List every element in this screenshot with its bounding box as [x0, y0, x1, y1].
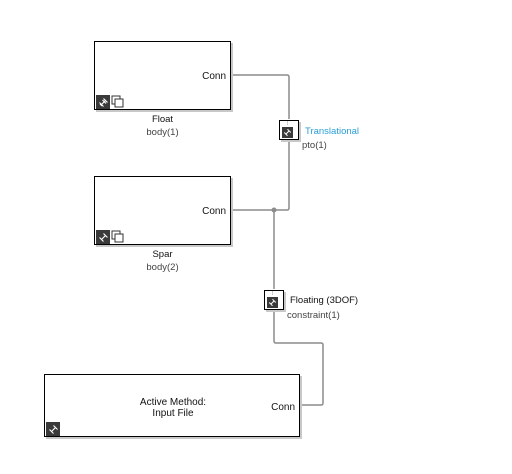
spar-block-sub: body(2): [146, 262, 179, 273]
pto-block-name: Translational: [305, 126, 360, 137]
constraint-joint-block[interactable]: ⁞: [264, 290, 284, 310]
float-conn-port[interactable]: Conn: [202, 71, 226, 82]
pto-joint-block[interactable]: ⁞: [279, 120, 299, 140]
spar-conn-port[interactable]: Conn: [202, 206, 226, 217]
spar-block-name: Spar: [152, 249, 173, 260]
library-link-icon: [96, 95, 110, 109]
float-block-name: Float: [151, 114, 174, 125]
link-icon: [267, 297, 278, 308]
active-method-title: Active Method: Input File: [45, 397, 301, 419]
input-conn-port[interactable]: Conn: [271, 402, 295, 413]
constraint-block-sub: constraint(1): [287, 310, 340, 321]
variant-copy-icon: [111, 95, 125, 109]
active-method-line1: Active Method:: [139, 397, 207, 408]
link-icon: [282, 127, 293, 138]
active-method-block[interactable]: Active Method: Input File Conn: [44, 374, 300, 437]
spar-body-block[interactable]: Conn: [94, 176, 231, 245]
float-body-block[interactable]: Conn: [94, 41, 231, 110]
float-block-sub: body(1): [146, 127, 179, 138]
library-link-icon: [46, 422, 60, 436]
pto-block-sub: pto(1): [302, 140, 327, 151]
variant-copy-icon: [111, 230, 125, 244]
library-link-icon: [96, 230, 110, 244]
constraint-block-name: Floating (3DOF): [290, 295, 359, 306]
active-method-line2: Input File: [152, 408, 194, 419]
